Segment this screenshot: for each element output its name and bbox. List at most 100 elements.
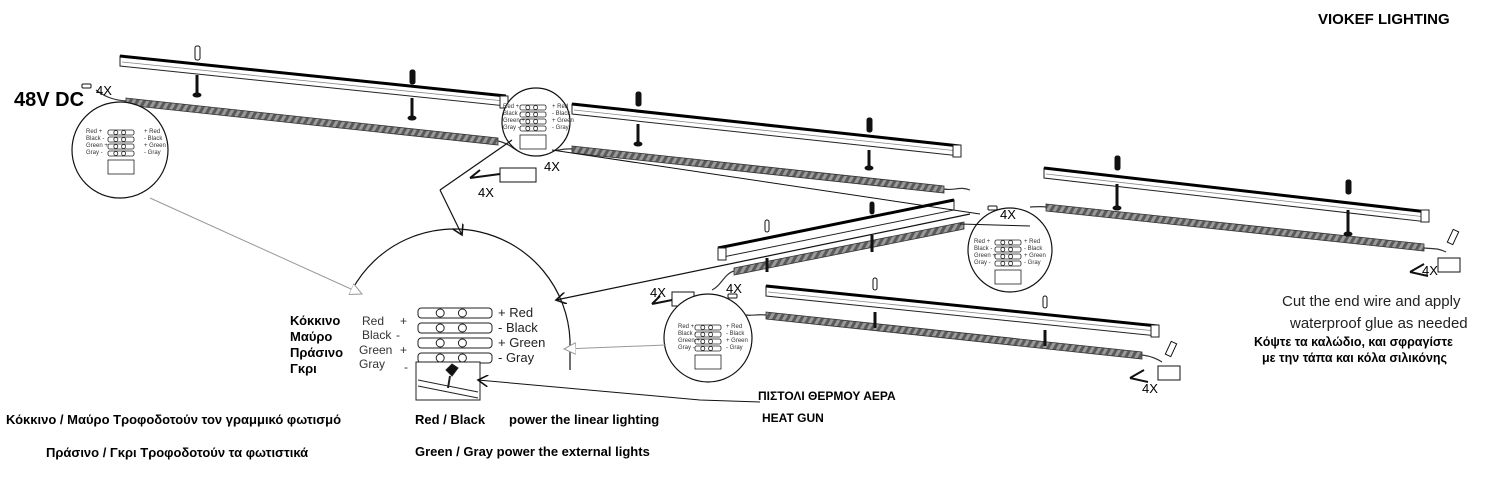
end-note-english-2: waterproof glue as needed (1290, 315, 1468, 332)
wire-connector-icon (107, 150, 135, 157)
caption-english-1a: Red / Black (415, 412, 486, 427)
wire-connector-icon (1008, 254, 1013, 259)
wire-connector-icon (533, 112, 538, 117)
wire-connector-icon (708, 339, 713, 344)
wire-connector-icon (700, 332, 706, 337)
wire-target-label: - Black (498, 320, 538, 335)
wire-color-label: Red (362, 314, 385, 328)
wire-connector-icon (457, 323, 467, 333)
quantity-label: 4X (544, 159, 560, 174)
end-cap-kit-3 (1409, 228, 1461, 277)
caption-greek-2: Πράσινο / Γκρι Τροφοδοτούν τα φωτιστικά (46, 445, 309, 460)
caption-english-1b: power the linear lighting (509, 412, 660, 427)
wire-connector-icon (113, 144, 119, 149)
wire-connector-icon (519, 125, 547, 132)
small-wire-label: Red + (503, 104, 520, 110)
wire-connector-icon (121, 137, 126, 142)
small-wire-label: - Gray (144, 150, 161, 156)
small-wire-label: - Black (1024, 246, 1043, 252)
quantity-label: 4X (1142, 381, 1158, 396)
wire-connector-icon (435, 308, 445, 318)
wire-color-label: Green (359, 343, 393, 357)
wire-polarity: + (400, 314, 408, 328)
small-wire-label: + Red (144, 129, 161, 135)
greek-color-label: Κόκκινο (290, 313, 341, 328)
wire-connector-icon (457, 338, 467, 348)
wire-connector-icon (994, 253, 1022, 260)
caption-english-2: Green / Gray power the external lights (415, 444, 650, 459)
small-wire-label: + Green (726, 338, 748, 344)
led-strip-4 (711, 221, 965, 291)
small-wire-label: Black - (678, 331, 697, 337)
wire-connector-icon (113, 151, 119, 156)
heat-gun-illustration (415, 361, 481, 401)
small-wire-label: Green + (678, 338, 700, 344)
quantity-label: 4X (96, 83, 112, 98)
end-note-greek-1: Κόψτε τα καλώδιο, και σφραγίστε (1254, 335, 1453, 349)
wire-connector-icon (417, 307, 493, 319)
wire-connector-icon (107, 143, 135, 150)
greek-color-label: Γκρι (290, 361, 317, 376)
wire-connector-icon (1008, 261, 1013, 266)
heat-gun-mini-icon (519, 134, 547, 150)
wire-color-label: Gray (359, 357, 386, 371)
wire-target-label: + Green (498, 335, 546, 350)
wire-connector-icon (525, 105, 531, 110)
wire-connector-icon (700, 346, 706, 351)
wire-connector-icon (121, 130, 126, 135)
wire-connector-icon (107, 136, 135, 143)
wire-connector-icon (435, 353, 445, 363)
small-wire-label: Black - (974, 246, 993, 252)
wire-connector-icon (694, 345, 722, 352)
led-strip-2 (544, 145, 971, 194)
wire-target-label: - Gray (498, 350, 535, 365)
wire-polarity: + (400, 343, 408, 357)
wire-connector-icon (708, 346, 713, 351)
heat-gun-label-english: HEAT GUN (762, 411, 824, 425)
quantity-label: 4X (650, 285, 666, 300)
small-wire-label: + Green (144, 143, 166, 149)
wire-connector-icon (1000, 254, 1006, 259)
small-wire-label: Black - (503, 111, 522, 117)
small-wire-label: + Green (552, 118, 574, 124)
wire-connector-icon (107, 129, 135, 136)
wire-connector-icon (533, 126, 538, 131)
small-wire-label: - Black (144, 136, 163, 142)
wire-connector-icon (1008, 247, 1013, 252)
zoom-arrow (556, 213, 971, 300)
small-wire-label: + Red (726, 324, 743, 330)
wire-connector-icon (533, 105, 538, 110)
brand-title: VIOKEF LIGHTING (1318, 11, 1450, 28)
wire-connector-icon (121, 151, 126, 156)
zoom-arrow (564, 345, 667, 349)
big-connector-group (417, 307, 493, 364)
small-wire-label: - Gray (1024, 260, 1041, 266)
wire-connector-icon (113, 137, 119, 142)
quantity-label: 4X (1422, 263, 1438, 278)
wire-connector-icon (457, 353, 467, 363)
heat-gun-mini-icon (994, 269, 1022, 285)
wire-connector-icon (113, 130, 119, 135)
heat-gun-pointer (478, 380, 761, 403)
screw-anchor (192, 45, 417, 121)
caption-greek-1: Κόκκινο / Μαύρο Τροφοδοτούν τον γραμμικό… (6, 412, 342, 427)
small-wire-label: Gray - (86, 150, 103, 156)
wire-polarity: - (396, 328, 400, 342)
small-wire-label: Gray - (974, 260, 991, 266)
wire-connector-icon (525, 119, 531, 124)
wire-connector-icon (694, 324, 722, 331)
small-wire-label: Red + (86, 129, 103, 135)
wire-connector-icon (994, 246, 1022, 253)
small-wire-label: Red + (678, 324, 695, 330)
wire-connector-icon (533, 119, 538, 124)
wire-connector-icon (694, 331, 722, 338)
wire-connector-icon (1008, 240, 1013, 245)
voltage-label: 48V DC (14, 89, 85, 111)
wire-connector-icon (435, 338, 445, 348)
wire-connector-icon (1000, 240, 1006, 245)
wire-color-label: Black (362, 328, 392, 342)
wire-connector-icon (457, 308, 467, 318)
wire-connector-icon (417, 337, 493, 349)
wire-connector-icon (525, 126, 531, 131)
